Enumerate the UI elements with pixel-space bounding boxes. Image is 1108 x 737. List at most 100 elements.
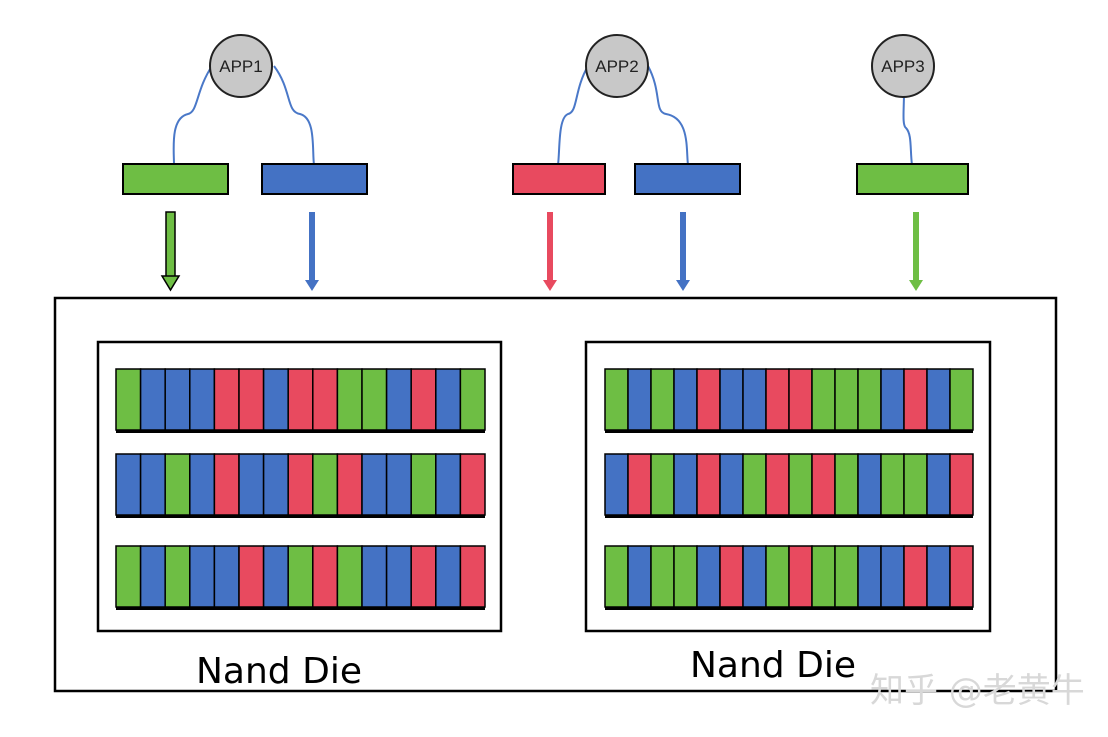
page-cell-red xyxy=(312,545,339,608)
page-cell-blue xyxy=(213,545,240,608)
page-cell-blue xyxy=(604,453,629,516)
arrow-app2-blue xyxy=(676,212,690,291)
app-app3: APP3 xyxy=(871,34,935,98)
page-cell-red xyxy=(287,368,314,431)
page-cell-red xyxy=(238,545,265,608)
page-cell-red xyxy=(765,453,790,516)
page-cell-blue xyxy=(880,545,905,608)
page-cell-green xyxy=(765,545,790,608)
connector-app3-green xyxy=(902,91,913,166)
connector-app1-green xyxy=(172,65,213,166)
die-label: Nand Die xyxy=(196,651,362,692)
stream-box-app1-green xyxy=(122,163,229,195)
page-cell-green xyxy=(115,368,142,431)
page-cell-red xyxy=(459,545,486,608)
page-cell-blue xyxy=(627,368,652,431)
page-cell-blue xyxy=(696,545,721,608)
page-cell-green xyxy=(811,368,836,431)
page-cell-red xyxy=(410,368,437,431)
arrow-app1-blue xyxy=(305,212,319,291)
app-circle xyxy=(585,34,649,98)
page-cell-blue xyxy=(139,368,166,431)
arrow-app1-green xyxy=(160,211,181,292)
page-cell-red xyxy=(811,453,836,516)
app-app1: APP1 xyxy=(209,34,273,98)
page-cell-blue xyxy=(673,453,698,516)
page-cell-blue xyxy=(238,453,265,516)
page-cell-green xyxy=(834,453,859,516)
page-cell-green xyxy=(604,368,629,431)
page-cell-green xyxy=(834,368,859,431)
page-cell-green xyxy=(650,368,675,431)
page-cell-green xyxy=(312,453,339,516)
page-cell-blue xyxy=(742,368,767,431)
stream-box-app3-green xyxy=(856,163,969,195)
page-cell-green xyxy=(336,545,363,608)
page-cell-red xyxy=(949,545,974,608)
page-cell-blue xyxy=(139,545,166,608)
page-cell-red xyxy=(213,368,240,431)
page-cell-blue xyxy=(189,545,216,608)
page-cell-red xyxy=(696,368,721,431)
page-cell-red xyxy=(312,368,339,431)
page-cell-red xyxy=(903,368,928,431)
page-cell-blue xyxy=(262,368,289,431)
app-circle xyxy=(871,34,935,98)
app-app2: APP2 xyxy=(585,34,649,98)
page-cell-green xyxy=(949,368,974,431)
page-cell-green xyxy=(164,545,191,608)
page-cell-green xyxy=(604,545,629,608)
page-cell-green xyxy=(834,545,859,608)
page-cell-green xyxy=(742,453,767,516)
page-cell-green xyxy=(788,453,813,516)
stream-box-app2-blue xyxy=(634,163,741,195)
page-cell-red xyxy=(238,368,265,431)
connector-app2-red xyxy=(557,65,589,166)
block-row xyxy=(115,545,486,610)
page-cell-blue xyxy=(857,545,882,608)
page-cell-green xyxy=(287,545,314,608)
arrow-app3-green xyxy=(909,212,923,291)
connector-app2-blue xyxy=(647,65,689,166)
page-cell-green xyxy=(115,545,142,608)
arrow-app2-red xyxy=(543,212,557,291)
page-cell-red xyxy=(627,453,652,516)
page-cell-blue xyxy=(435,368,462,431)
app-circle xyxy=(209,34,273,98)
connector-app1-blue xyxy=(273,65,315,166)
page-cell-blue xyxy=(435,453,462,516)
page-cell-green xyxy=(880,453,905,516)
page-cell-blue xyxy=(673,368,698,431)
page-cell-red xyxy=(903,545,928,608)
page-cell-red xyxy=(410,545,437,608)
page-cell-green xyxy=(164,453,191,516)
page-cell-green xyxy=(650,453,675,516)
page-cell-blue xyxy=(189,453,216,516)
page-cell-green xyxy=(336,368,363,431)
stream-box-app2-red xyxy=(512,163,606,195)
page-cell-red xyxy=(788,545,813,608)
page-cell-green xyxy=(459,368,486,431)
page-cell-red xyxy=(788,368,813,431)
page-cell-green xyxy=(857,368,882,431)
page-cell-blue xyxy=(262,453,289,516)
page-cell-blue xyxy=(880,368,905,431)
die-rows xyxy=(604,368,974,610)
page-cell-blue xyxy=(385,453,412,516)
page-cell-blue xyxy=(361,453,388,516)
die-rows xyxy=(115,368,486,610)
block-row xyxy=(604,545,974,610)
page-cell-blue xyxy=(857,453,882,516)
block-row xyxy=(115,368,486,433)
app-label: APP2 xyxy=(595,57,638,76)
page-cell-blue xyxy=(139,453,166,516)
block-row xyxy=(604,453,974,518)
page-cell-red xyxy=(949,453,974,516)
page-cell-red xyxy=(213,453,240,516)
block-row xyxy=(604,368,974,433)
page-cell-green xyxy=(361,368,388,431)
page-cell-blue xyxy=(361,545,388,608)
page-cell-blue xyxy=(385,368,412,431)
app-label: APP1 xyxy=(219,57,262,76)
connectors xyxy=(172,65,913,166)
